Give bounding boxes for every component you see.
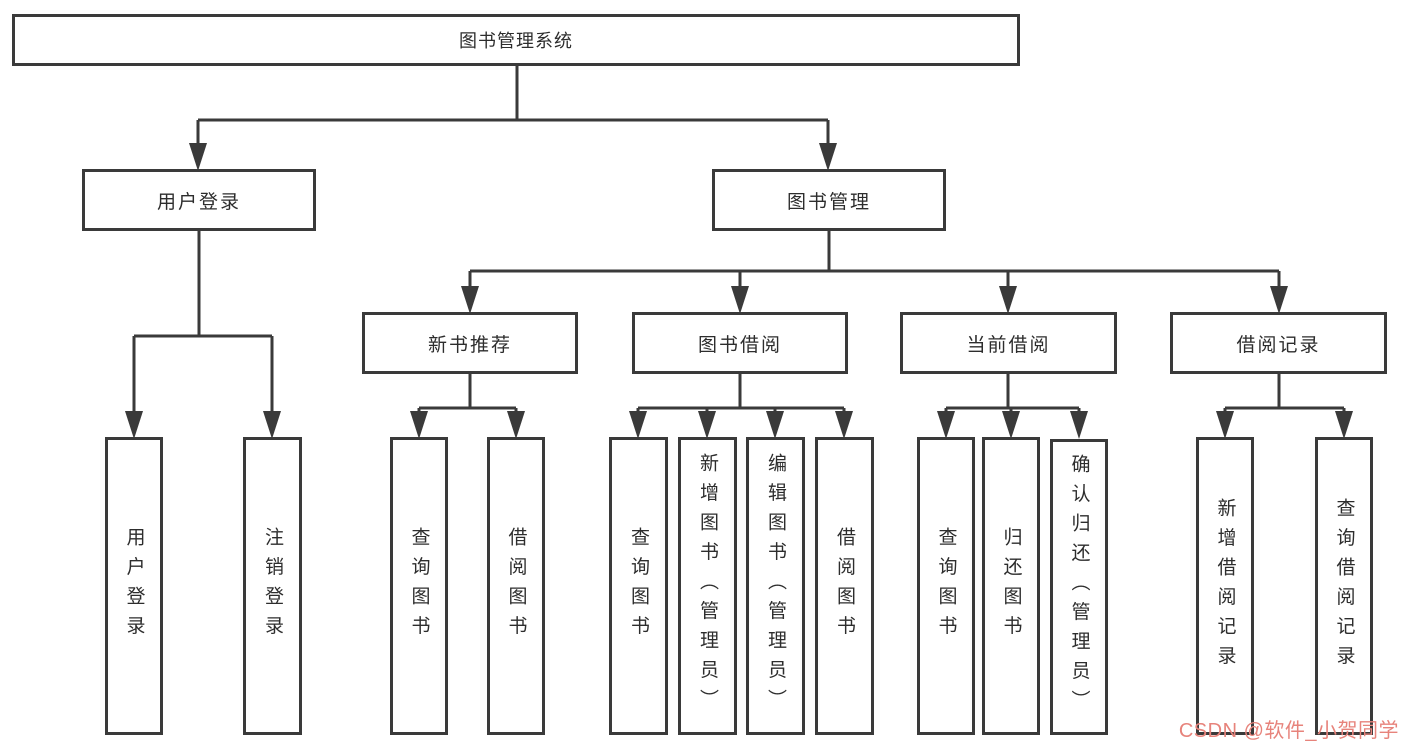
- leaf-edit-books-admin: 编辑图书（管理员）: [746, 437, 805, 735]
- node-label: 当前借阅: [966, 334, 1051, 356]
- node-label: 查询借阅记录: [1333, 497, 1355, 675]
- node-user-login: 用户登录: [82, 169, 316, 231]
- node-label: 查询图书: [935, 527, 957, 645]
- leaf-query-books-recommend: 查询图书: [390, 437, 448, 735]
- leaf-confirm-return-admin: 确认归还（管理员）: [1050, 439, 1108, 735]
- node-label: 查询图书: [628, 527, 649, 645]
- node-library-management-system: 图书管理系统: [12, 14, 1020, 66]
- leaf-return-books: 归还图书: [982, 437, 1040, 735]
- node-label: 注销登录: [262, 527, 283, 645]
- node-label: 图书借阅: [697, 334, 782, 356]
- node-label: 借阅图书: [834, 527, 855, 645]
- node-label: 确认归还（管理员）: [1068, 454, 1090, 720]
- node-new-book-recommendation: 新书推荐: [362, 312, 578, 374]
- leaf-query-borrow-record: 查询借阅记录: [1315, 437, 1373, 735]
- node-label: 图书管理系统: [459, 31, 573, 51]
- node-label: 借阅记录: [1236, 334, 1321, 356]
- node-book-borrowing: 图书借阅: [632, 312, 848, 374]
- node-label: 新增图书（管理员）: [697, 453, 718, 719]
- node-label: 新书推荐: [427, 334, 512, 356]
- leaf-borrow-books-recommend: 借阅图书: [487, 437, 545, 735]
- node-label: 编辑图书（管理员）: [765, 453, 786, 719]
- node-current-borrowing: 当前借阅: [900, 312, 1117, 374]
- node-label: 图书管理: [786, 191, 871, 213]
- node-label: 借阅图书: [505, 527, 527, 645]
- node-label: 查询图书: [408, 527, 430, 645]
- node-borrowing-records: 借阅记录: [1170, 312, 1387, 374]
- node-label: 新增借阅记录: [1214, 497, 1236, 675]
- leaf-logout: 注销登录: [243, 437, 302, 735]
- leaf-query-books-borrowing: 查询图书: [609, 437, 668, 735]
- node-label: 用户登录: [123, 527, 145, 645]
- leaf-add-borrow-record: 新增借阅记录: [1196, 437, 1254, 735]
- leaf-borrow-books: 借阅图书: [815, 437, 874, 735]
- leaf-user-login: 用户登录: [105, 437, 163, 735]
- leaf-query-books-current: 查询图书: [917, 437, 975, 735]
- node-book-management: 图书管理: [712, 169, 946, 231]
- csdn-watermark: CSDN @软件_小贺同学: [1178, 720, 1399, 742]
- leaf-add-books-admin: 新增图书（管理员）: [678, 437, 737, 735]
- node-label: 归还图书: [1000, 527, 1022, 645]
- node-label: 用户登录: [156, 191, 241, 213]
